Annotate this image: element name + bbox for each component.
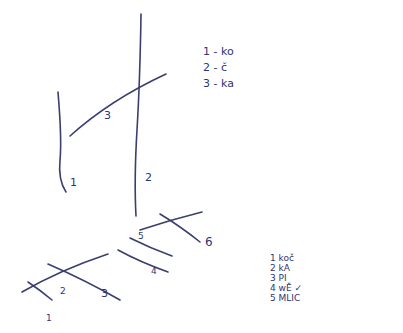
line-2	[135, 14, 141, 216]
line-3	[70, 74, 166, 136]
callout-number: 3	[101, 288, 108, 299]
note-text: 1 koč	[270, 254, 294, 263]
callout-number: 2	[60, 287, 66, 296]
note-text: 4 wĚ ✓	[270, 284, 302, 293]
note-text: 2 kA	[270, 264, 290, 273]
callout-number: 3	[104, 110, 111, 121]
callout-number: 6	[205, 236, 213, 248]
note-text: 3 PI	[270, 274, 287, 283]
callout-number: 2	[145, 172, 152, 183]
callout-number: 1	[70, 177, 77, 188]
note-text: 1 - ko	[203, 46, 234, 57]
callout-number: 4	[151, 267, 157, 276]
note-text: 5 MLIC	[270, 294, 300, 303]
callout-number: 5	[138, 232, 144, 241]
callout-number: 1	[46, 314, 52, 323]
note-text: 3 - ka	[203, 78, 234, 89]
bottom-stroke	[118, 250, 168, 272]
note-text: 2 - č	[203, 62, 227, 73]
bottom-stroke	[130, 238, 172, 256]
bottom-stroke	[48, 264, 120, 300]
line-1	[58, 92, 66, 192]
bottom-stroke	[160, 214, 200, 242]
bottom-stroke	[28, 282, 52, 300]
